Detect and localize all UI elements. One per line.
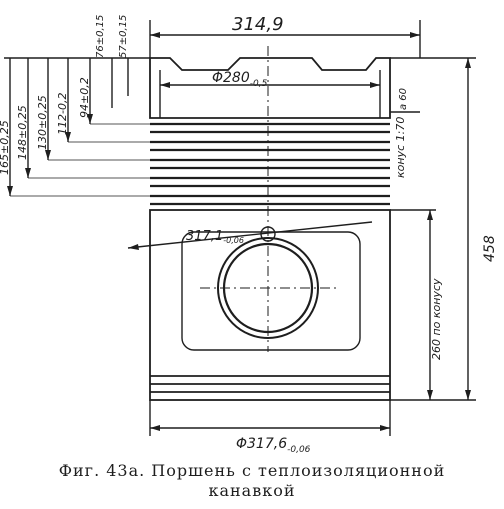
left-dim-112-label: 112-0,2 [56, 93, 69, 135]
pin-bore-leader [127, 221, 373, 249]
left-dim-130-label: 130±0,25 [36, 95, 49, 150]
pin-bore-outer [217, 237, 319, 339]
piston-skirt [149, 209, 391, 401]
ring-grooves [150, 122, 390, 206]
figure-caption-line1: Фиг. 43а. Поршень с теплоизоляционной [58, 461, 446, 480]
top-width-label: 314,9 [232, 14, 284, 35]
left-dim-94-label: 94±0,2 [78, 77, 91, 118]
bottom-diameter-label: Φ317,6-0,06 [236, 436, 311, 455]
skirt-grooves [150, 375, 390, 393]
piston-crown-outline [149, 57, 391, 119]
left-dim-148-label: 148±0,25 [16, 105, 29, 160]
left-dim-165-label: 165±0,25 [0, 120, 11, 175]
left-dim-57-label: 57±0,15 [118, 15, 129, 58]
inner-diameter-label: Φ280-0,5 [212, 70, 268, 89]
cone-height-label: 260 по конусу [430, 278, 443, 360]
figure-caption-line2: канавкой [208, 481, 296, 500]
cone-top-label: конус 1:70 [394, 117, 407, 178]
chamfer-label: a 60 [398, 88, 409, 110]
pin-bore-label: 317,1-0,06 [186, 229, 244, 245]
piston-drawing: 314,9 Φ280-0,5 317,1-0,06 Φ317,6-0,06 45… [0, 14, 498, 455]
pin-boss-panel [181, 231, 361, 351]
total-height-label: 458 [482, 235, 498, 262]
left-dim-76-label: 76±0,15 [95, 15, 106, 58]
